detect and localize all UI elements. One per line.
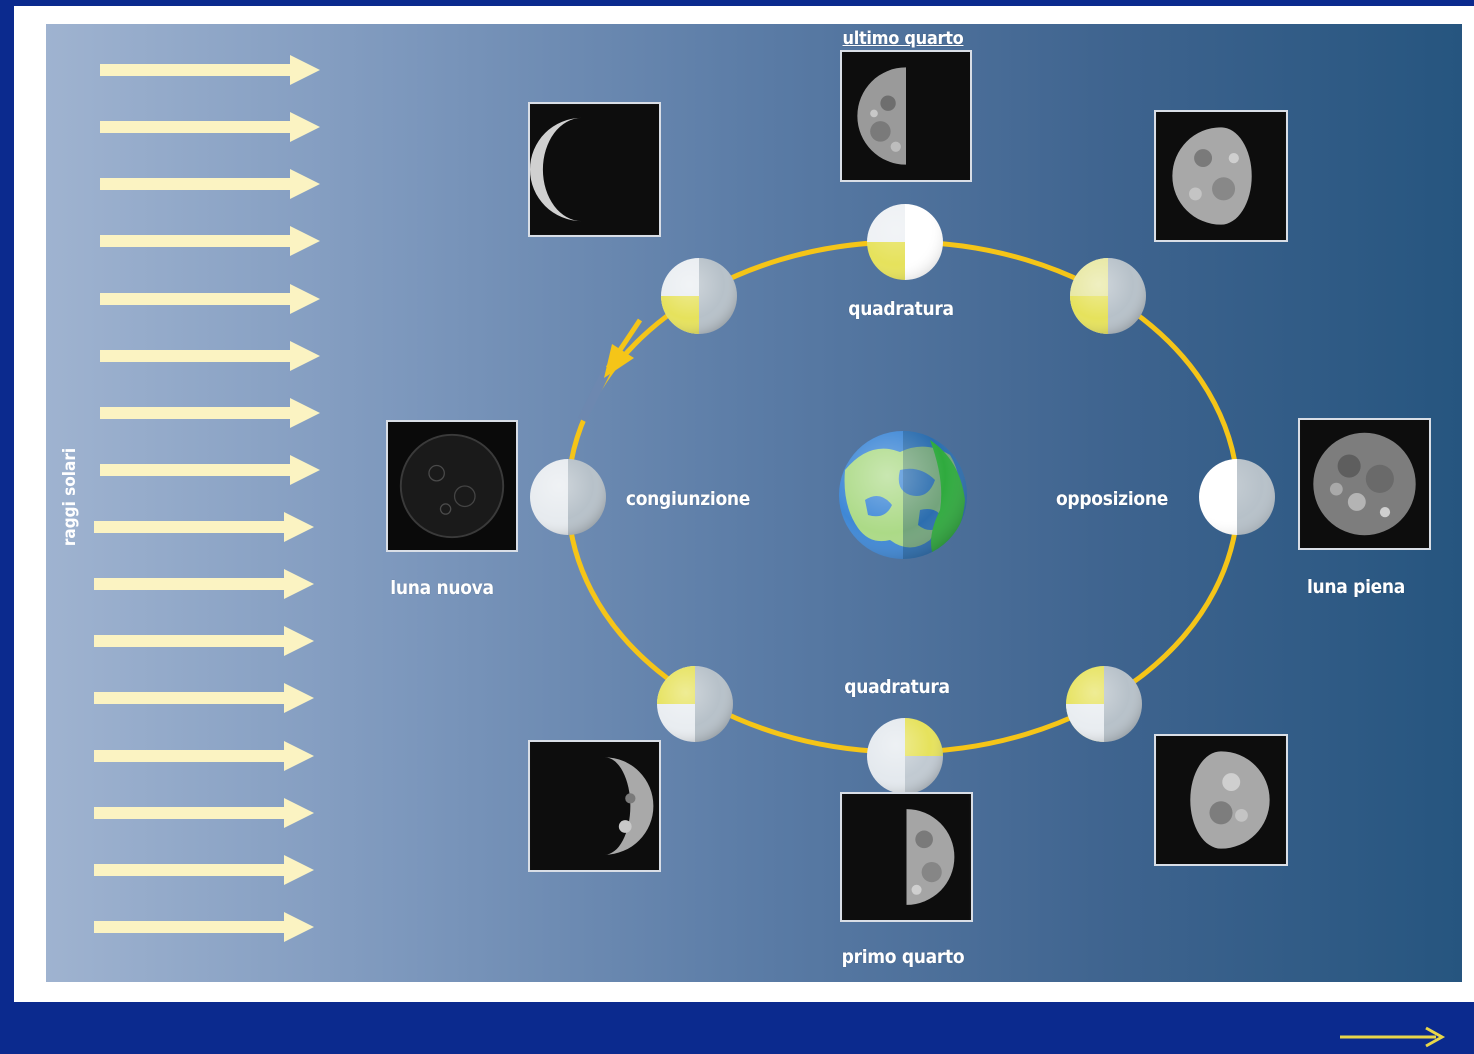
- sun-ray-arrow: [94, 798, 314, 828]
- sun-ray-arrow: [94, 626, 314, 656]
- photo-last-quarter: [840, 50, 972, 182]
- photo-first-quarter: [840, 792, 973, 922]
- sun-ray-arrow: [94, 512, 314, 542]
- quadrature-top-label: quadratura: [848, 298, 953, 320]
- sun-ray-arrow: [94, 741, 314, 771]
- moon-quadrature-top: [867, 204, 943, 280]
- moon-waxing-gibbous: [1066, 666, 1142, 742]
- sun-ray-arrow: [94, 683, 314, 713]
- orbit-gap: [582, 372, 606, 420]
- full-moon-label: luna piena: [1307, 576, 1405, 598]
- moon-waxing-crescent: [657, 666, 733, 742]
- new-moon-label: luna nuova: [390, 577, 493, 599]
- sun-ray-arrow: [94, 855, 314, 885]
- moon-waning-gibbous: [1070, 258, 1146, 334]
- moon-quadrature-bottom: [867, 718, 943, 794]
- earth: [839, 420, 973, 570]
- sun-rays-label: raggi solari: [60, 448, 80, 546]
- sun-rays: [94, 55, 320, 942]
- sun-ray-arrow: [100, 284, 320, 314]
- photo-waning-crescent: [528, 102, 661, 237]
- sun-ray-arrow: [94, 912, 314, 942]
- photo-waxing-crescent: [528, 740, 661, 872]
- last-quarter-label: ultimo quarto: [842, 28, 963, 49]
- opposition-label: opposizione: [1056, 488, 1168, 510]
- sun-ray-arrow: [100, 455, 320, 485]
- moon-conjunction: [530, 459, 606, 535]
- photo-waning-gibbous: [1154, 110, 1288, 242]
- sun-ray-arrow: [100, 226, 320, 256]
- sun-ray-arrow: [94, 569, 314, 599]
- photo-waxing-gibbous: [1154, 734, 1288, 866]
- sun-ray-arrow: [100, 341, 320, 371]
- right-arrow-icon[interactable]: [1338, 1024, 1450, 1050]
- sun-ray-arrow: [100, 398, 320, 428]
- photo-full-moon: [1298, 418, 1431, 550]
- conjunction-label: congiunzione: [626, 488, 750, 510]
- sun-ray-arrow: [100, 169, 320, 199]
- moon-waning-crescent: [661, 258, 737, 334]
- photo-new-moon: [386, 420, 518, 552]
- first-quarter-label: primo quarto: [842, 946, 965, 968]
- sun-ray-arrow: [100, 55, 320, 85]
- quadrature-bottom-label: quadratura: [844, 676, 949, 698]
- sun-ray-arrow: [100, 112, 320, 142]
- moon-opposition: [1199, 459, 1275, 535]
